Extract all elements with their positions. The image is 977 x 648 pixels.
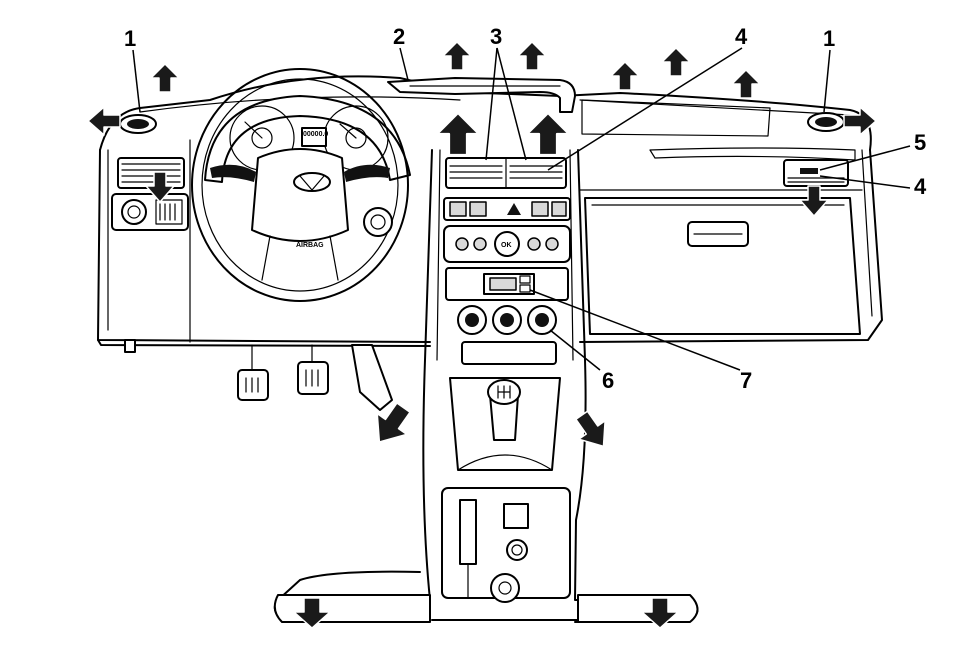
airflow-arrows	[87, 41, 877, 629]
callout-1-right: 1	[823, 26, 835, 51]
leader-lines	[132, 47, 911, 371]
dashboard-body	[97, 75, 883, 353]
callout-5: 5	[914, 130, 926, 155]
arrow-up-icon	[435, 111, 481, 157]
arrow-up-icon	[442, 41, 472, 71]
arrow-up-icon	[731, 69, 761, 99]
pedals	[237, 344, 393, 411]
handbrake-and-cupholders	[441, 487, 571, 603]
climate-display	[445, 267, 569, 301]
arrow-down-left-icon	[376, 402, 411, 443]
ok-button-label: OK	[501, 242, 512, 249]
arrow-down-icon	[145, 171, 175, 203]
arrow-up-icon	[150, 63, 180, 93]
callout-4-right: 4	[914, 174, 927, 199]
gear-shifter	[449, 377, 561, 471]
ignition-switch	[363, 207, 393, 237]
callout-4-top: 4	[735, 24, 748, 49]
callout-2: 2	[393, 24, 405, 49]
arrow-up-icon	[610, 61, 640, 91]
steering-wheel: AIRBAG	[191, 68, 409, 302]
light-switch-panel	[111, 193, 189, 231]
glove-box	[584, 197, 861, 335]
callout-6: 6	[602, 368, 614, 393]
arrow-left-icon	[87, 106, 121, 136]
arrow-down-icon	[799, 185, 829, 217]
arrow-down-right-icon	[575, 410, 606, 448]
callout-3: 3	[490, 24, 502, 49]
airbag-label: AIRBAG	[296, 242, 324, 249]
arrow-down-icon	[293, 597, 331, 629]
right-lower-vent	[783, 159, 849, 187]
arrow-up-icon	[517, 41, 547, 71]
left-side-vent	[119, 114, 157, 134]
hazard-switch-row	[443, 197, 571, 221]
arrow-down-icon	[641, 597, 679, 629]
defroster-vent-strip	[387, 77, 576, 113]
callout-7: 7	[740, 368, 752, 393]
climate-knobs	[457, 305, 557, 335]
console-storage-bin	[461, 341, 557, 365]
callout-numbers: 1 2 3 4 1 5 4 6 7	[124, 24, 927, 393]
odometer-readout: 00000.0	[303, 131, 328, 138]
left-lower-vent	[117, 157, 185, 189]
arrow-right-icon	[843, 106, 877, 136]
right-side-vent	[807, 112, 845, 132]
center-vents	[445, 157, 567, 189]
arrow-up-icon	[661, 47, 691, 77]
arrow-up-icon	[525, 111, 571, 157]
callout-1-left: 1	[124, 26, 136, 51]
audio-panel: OK	[443, 225, 571, 263]
